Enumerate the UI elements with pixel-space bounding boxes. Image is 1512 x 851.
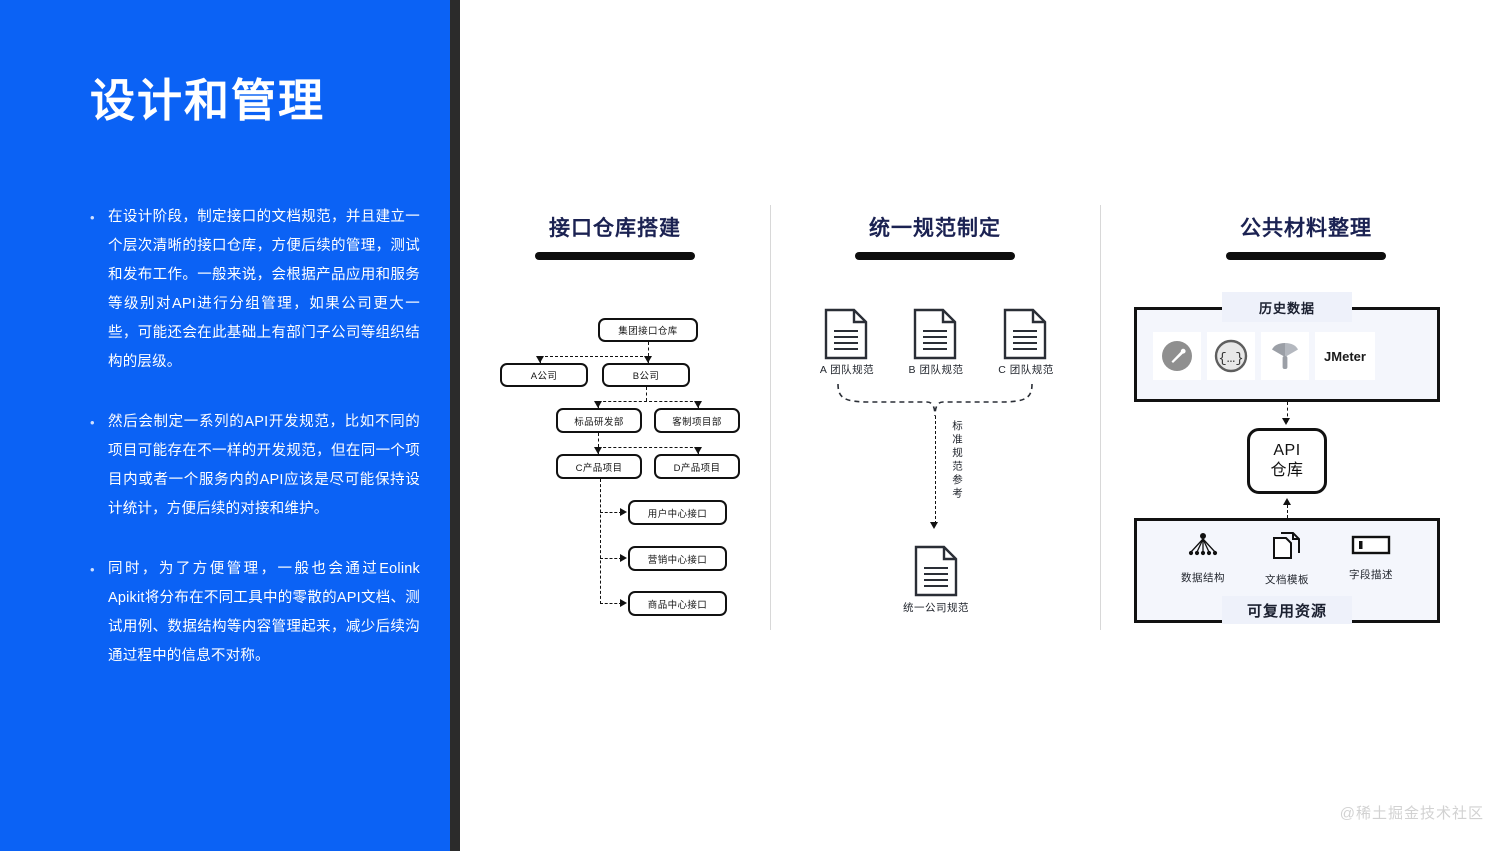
column-repo: 接口仓库搭建 集团接口仓库 A公司 B公司 标品研发部 客制项目部 xyxy=(460,0,770,851)
jmeter-label: JMeter xyxy=(1324,348,1366,364)
arrow-icon xyxy=(535,356,544,363)
connector xyxy=(1287,402,1288,422)
watermark: @稀土掘金技术社区 xyxy=(1339,805,1484,822)
list-item: • 同时，为了方便管理，一般也会通过Eolink Apikit将分布在不同工具中… xyxy=(90,555,420,671)
title-rule xyxy=(855,252,1015,260)
column-title-repo: 接口仓库搭建 xyxy=(549,217,681,240)
connector xyxy=(600,603,622,604)
connector xyxy=(540,356,648,357)
arrow-icon xyxy=(620,553,627,562)
bullet-marker: • xyxy=(90,210,95,225)
resource-label: 字段描述 xyxy=(1349,569,1393,581)
document-label-a: A 团队规范 xyxy=(819,364,875,376)
arrow-icon xyxy=(620,507,627,516)
document-label-b: B 团队规范 xyxy=(908,364,964,376)
column-spec: 统一规范制定 A 团队规范 xyxy=(770,0,1100,851)
node-api-marketing: 营销中心接口 xyxy=(628,546,727,571)
connector xyxy=(600,479,601,604)
list-item: • 然后会制定一系列的API开发规范，比如不同的项目可能存在不一样的开发规范，但… xyxy=(90,408,420,524)
node-project-d: D产品项目 xyxy=(654,454,740,479)
column-divider-2 xyxy=(1100,205,1101,630)
api-repo-line2: 仓库 xyxy=(1270,462,1304,479)
left-blue-panel xyxy=(0,0,450,851)
column-title-spec: 统一规范制定 xyxy=(869,217,1001,240)
document-label-c: C 团队规范 xyxy=(998,364,1054,376)
arrow-icon xyxy=(930,522,938,529)
resource-label: 数据结构 xyxy=(1181,572,1225,584)
arrow-icon xyxy=(693,447,702,454)
node-group-repo: 集团接口仓库 xyxy=(598,318,698,342)
history-data-label: 历史数据 xyxy=(1222,292,1352,322)
svg-text:{…}: {…} xyxy=(1218,351,1243,367)
document-label-company-spec: 统一公司规范 xyxy=(903,602,969,614)
resource-data-structure: 数据结构 xyxy=(1158,533,1248,585)
merge-connector xyxy=(830,382,1040,427)
arrow-icon xyxy=(593,401,602,408)
copy-documents-icon xyxy=(1273,532,1300,559)
postman-icon xyxy=(1153,332,1201,380)
bullet-marker: • xyxy=(90,415,95,430)
diagram-area: 接口仓库搭建 集团接口仓库 A公司 B公司 标品研发部 客制项目部 xyxy=(460,0,1512,851)
bullet-text: 同时，为了方便管理，一般也会通过Eolink Apikit将分布在不同工具中的零… xyxy=(108,561,420,664)
arrow-icon xyxy=(693,401,702,408)
connector xyxy=(600,558,622,559)
bullet-marker: • xyxy=(90,562,95,577)
connector xyxy=(598,447,698,448)
api-repository-node: API 仓库 xyxy=(1247,428,1327,494)
connector xyxy=(648,342,649,356)
api-repo-line1: API xyxy=(1273,442,1301,459)
connector xyxy=(935,416,936,524)
tree-structure-icon xyxy=(1188,533,1218,556)
connector xyxy=(600,512,622,513)
jmeter-icon: JMeter xyxy=(1315,332,1375,380)
column-title-materials: 公共材料整理 xyxy=(1240,217,1372,240)
resource-doc-template: 文档模板 xyxy=(1242,531,1332,587)
connector xyxy=(646,387,647,401)
apifox-icon xyxy=(1261,332,1309,380)
document-icon xyxy=(1003,308,1047,365)
node-dept-custom: 客制项目部 xyxy=(654,408,740,433)
connector xyxy=(598,401,698,402)
bullet-text: 然后会制定一系列的API开发规范，比如不同的项目可能存在不一样的开发规范，但在同… xyxy=(108,414,420,517)
node-api-user: 用户中心接口 xyxy=(628,500,727,525)
resource-field-description: 字段描述 xyxy=(1326,534,1416,582)
arrow-icon xyxy=(643,356,652,363)
list-item: • 在设计阶段，制定接口的文档规范，并且建立一个层次清晰的接口仓库，方便后续的管… xyxy=(90,203,420,377)
arrow-icon xyxy=(593,447,602,454)
document-icon xyxy=(824,308,868,365)
input-field-icon xyxy=(1351,535,1391,555)
node-project-c: C产品项目 xyxy=(556,454,642,479)
column-divider-1 xyxy=(770,205,771,630)
node-company-a: A公司 xyxy=(500,363,588,387)
title-rule xyxy=(1226,252,1386,260)
resource-label: 文档模板 xyxy=(1265,574,1309,586)
swagger-icon: {…} xyxy=(1207,332,1255,380)
title-rule xyxy=(535,252,695,260)
node-dept-standard: 标品研发部 xyxy=(556,408,642,433)
arrow-icon xyxy=(620,598,627,607)
node-company-b: B公司 xyxy=(602,363,690,387)
connector xyxy=(598,433,599,447)
column-materials: 公共材料整理 历史数据 {…} xyxy=(1100,0,1512,851)
connector xyxy=(1287,500,1288,518)
arrow-icon xyxy=(1282,498,1291,505)
bullet-list: • 在设计阶段，制定接口的文档规范，并且建立一个层次清晰的接口仓库，方便后续的管… xyxy=(90,203,420,702)
reusable-resources-title: 可复用资源 xyxy=(1222,596,1352,624)
bullet-text: 在设计阶段，制定接口的文档规范，并且建立一个层次清晰的接口仓库，方便后续的管理，… xyxy=(108,209,420,370)
page-title: 设计和管理 xyxy=(90,75,326,126)
node-api-goods: 商品中心接口 xyxy=(628,591,727,616)
document-icon xyxy=(914,545,958,602)
document-icon xyxy=(913,308,957,365)
arrow-icon xyxy=(1282,418,1290,425)
panel-divider-stripe xyxy=(450,0,460,851)
flow-label-standard-reference: 标准规范参考 xyxy=(951,420,963,501)
